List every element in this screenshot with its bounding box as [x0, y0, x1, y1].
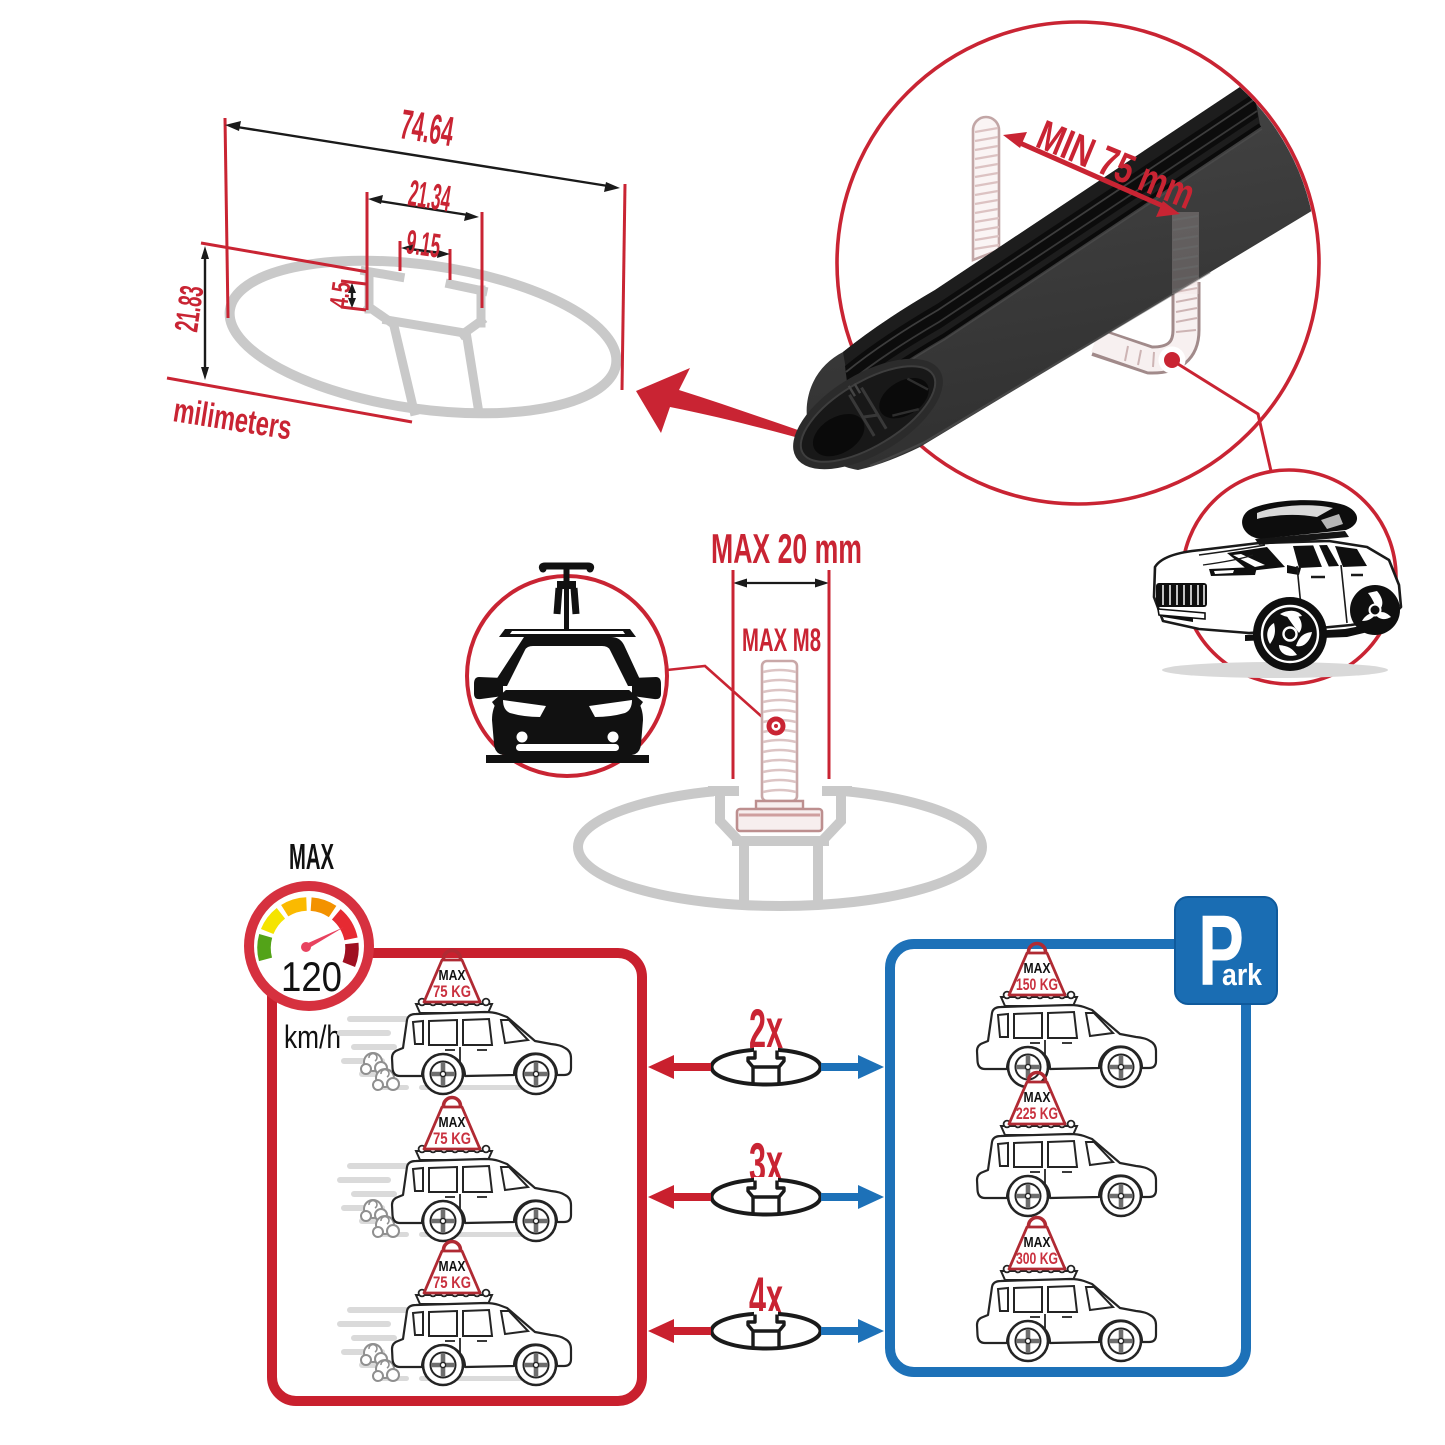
svg-text:MAX: MAX	[439, 1114, 466, 1131]
svg-text:75 KG: 75 KG	[433, 983, 471, 1001]
svg-text:MAX 20 mm: MAX 20 mm	[711, 525, 862, 572]
svg-text:74.64: 74.64	[397, 100, 457, 155]
svg-text:120: 120	[281, 953, 342, 1000]
svg-text:75 KG: 75 KG	[433, 1130, 471, 1148]
svg-text:MAX M8: MAX M8	[742, 622, 821, 658]
svg-text:ark: ark	[1222, 957, 1263, 992]
svg-text:MAX: MAX	[289, 836, 334, 877]
svg-text:9.15: 9.15	[404, 223, 443, 265]
svg-text:MAX: MAX	[1024, 1234, 1051, 1251]
svg-text:MAX: MAX	[439, 1258, 466, 1275]
svg-text:P: P	[1198, 895, 1244, 1007]
svg-text:MAX: MAX	[1024, 960, 1051, 977]
svg-text:4.5: 4.5	[323, 280, 356, 310]
svg-text:21.34: 21.34	[406, 172, 454, 219]
svg-text:MAX: MAX	[439, 967, 466, 984]
svg-text:75 KG: 75 KG	[433, 1274, 471, 1292]
svg-text:21.83: 21.83	[167, 283, 210, 334]
svg-text:MAX: MAX	[1024, 1089, 1051, 1106]
svg-text:150 KG: 150 KG	[1016, 976, 1058, 994]
svg-text:km/h: km/h	[284, 1019, 341, 1055]
svg-text:225 KG: 225 KG	[1016, 1105, 1058, 1123]
svg-text:300 KG: 300 KG	[1016, 1250, 1058, 1268]
